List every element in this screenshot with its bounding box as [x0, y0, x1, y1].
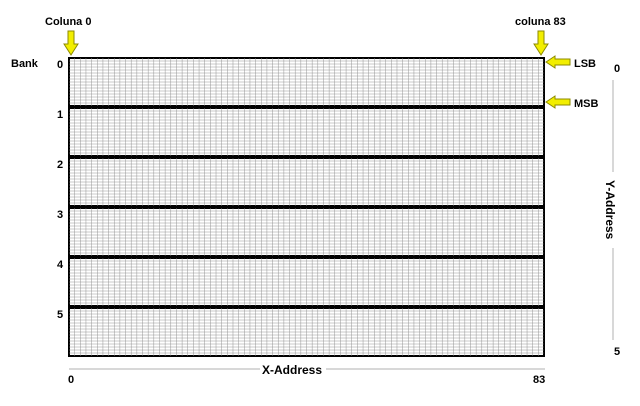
- bank-label: 5: [57, 309, 63, 321]
- bank-0: 0: [57, 57, 545, 107]
- bank-pixel-grid: [69, 58, 544, 106]
- y-axis-start-label: 0: [614, 63, 620, 75]
- column-start-label: Coluna 0: [45, 16, 91, 28]
- bank-pixel-grid: [69, 158, 544, 206]
- bank-pixel-grid: [69, 108, 544, 156]
- memory-banks: 0 1 2 3 4 5: [57, 57, 545, 357]
- y-address-label: Y-Address: [603, 180, 617, 240]
- bank-pixel-grid: [69, 258, 544, 306]
- bank-label: 1: [57, 109, 63, 121]
- bank-label: 3: [57, 209, 63, 221]
- column-end-arrow-icon: [533, 30, 549, 56]
- bank-label: 0: [57, 59, 63, 71]
- bank-1: 1: [57, 107, 545, 157]
- x-address-label: X-Address: [262, 363, 322, 377]
- bank-pixel-grid: [69, 308, 544, 356]
- lsb-label: LSB: [574, 58, 596, 70]
- lsb-arrow-icon: [545, 55, 571, 69]
- bank-label: 4: [57, 259, 64, 271]
- x-axis-end-label: 83: [533, 374, 545, 386]
- x-address-label-background: [260, 361, 326, 375]
- bank-5: 5: [57, 307, 545, 357]
- y-axis-end-label: 5: [614, 346, 620, 358]
- bank-3: 3: [57, 207, 545, 257]
- msb-label: MSB: [574, 98, 599, 110]
- x-axis-start-label: 0: [68, 374, 74, 386]
- bank-2: 2: [57, 157, 545, 207]
- bank-pixel-grid: [69, 208, 544, 256]
- bank-header-label: Bank: [11, 58, 39, 70]
- bank-4: 4: [57, 257, 545, 307]
- bank-label: 2: [57, 159, 63, 171]
- column-end-label: coluna 83: [515, 16, 566, 28]
- column-start-arrow-icon: [63, 30, 79, 56]
- msb-arrow-icon: [545, 95, 571, 109]
